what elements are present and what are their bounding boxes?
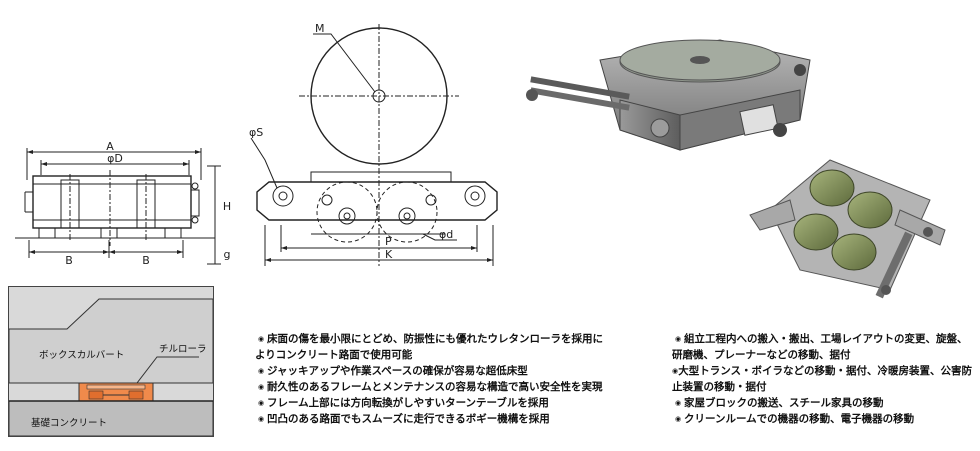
feature-item: ◉ジャッキアップや作業スペースの確保が容易な超低床型: [255, 363, 655, 379]
dim-label-M: M: [315, 22, 325, 35]
section-label-tilt-roller: チルローラ: [159, 344, 207, 355]
bullet-icon: ◉: [257, 399, 265, 407]
use-item-continued: 止装置の移動・据付: [672, 381, 767, 393]
dim-label-A: A: [106, 140, 114, 153]
bullet-icon: ◉: [257, 383, 265, 391]
section-label-foundation: 基礎コンクリート: [31, 418, 108, 429]
dim-label-D: φD: [107, 152, 123, 165]
side-view-drawing: M φS φd P K: [249, 22, 498, 266]
section-illustration: ボックスカルバート チルローラ 基礎コンクリート: [8, 286, 214, 437]
feature-item-continued: よりコンクリート路面で使用可能: [255, 349, 413, 361]
use-item: ◉クリーンルームでの機器の移動、電子機器の移動: [672, 411, 972, 427]
dim-label-H: H: [223, 200, 231, 213]
product-photo-top: [526, 39, 811, 151]
dim-label-B-right: B: [142, 254, 150, 267]
dim-label-S: φS: [249, 126, 263, 139]
bullet-icon: ◉: [257, 367, 265, 375]
dim-label-d: φd: [439, 228, 453, 241]
use-item: ◉大型トランス・ボイラなどの移動・据付、冷暖房装置、公害防: [672, 365, 972, 377]
uses-list: ◉組立工程内への搬入・搬出、工場レイアウトの変更、旋盤、 研磨機、プレーナーなど…: [672, 331, 972, 427]
section-label-box-culvert: ボックスカルバート: [39, 350, 125, 361]
product-photo-bottom: [749, 159, 946, 299]
dim-label-K: K: [385, 248, 393, 261]
feature-item: ◉床面の傷を最小限にとどめ、防振性にも優れたウレタンローラを採用に: [255, 331, 655, 347]
bullet-icon: ◉: [674, 335, 682, 343]
bullet-icon: ◉: [257, 415, 265, 423]
bullet-icon: ◉: [674, 399, 682, 407]
dim-label-g: g: [224, 248, 231, 261]
dim-label-B-left: B: [65, 254, 73, 267]
use-item: ◉組立工程内への搬入・搬出、工場レイアウトの変更、旋盤、: [672, 331, 972, 347]
features-list: ◉床面の傷を最小限にとどめ、防振性にも優れたウレタンローラを採用に よりコンクリ…: [255, 331, 655, 427]
use-item-continued: 研磨機、プレーナーなどの移動、据付: [672, 349, 851, 361]
bullet-icon: ◉: [672, 367, 679, 375]
dim-label-P: P: [385, 235, 392, 248]
bullet-icon: ◉: [257, 335, 265, 343]
bullet-icon: ◉: [674, 415, 682, 423]
use-item: ◉家屋ブロックの搬送、スチール家具の移動: [672, 395, 972, 411]
front-view-drawing: A φD B B H g: [15, 140, 231, 267]
feature-item: ◉フレーム上部には方向転換がしやすいターンテーブルを採用: [255, 395, 655, 411]
feature-item: ◉凹凸のある路面でもスムーズに走行できるボギー機構を採用: [255, 411, 655, 427]
feature-item: ◉耐久性のあるフレームとメンテナンスの容易な構造で高い安全性を実現: [255, 379, 655, 395]
